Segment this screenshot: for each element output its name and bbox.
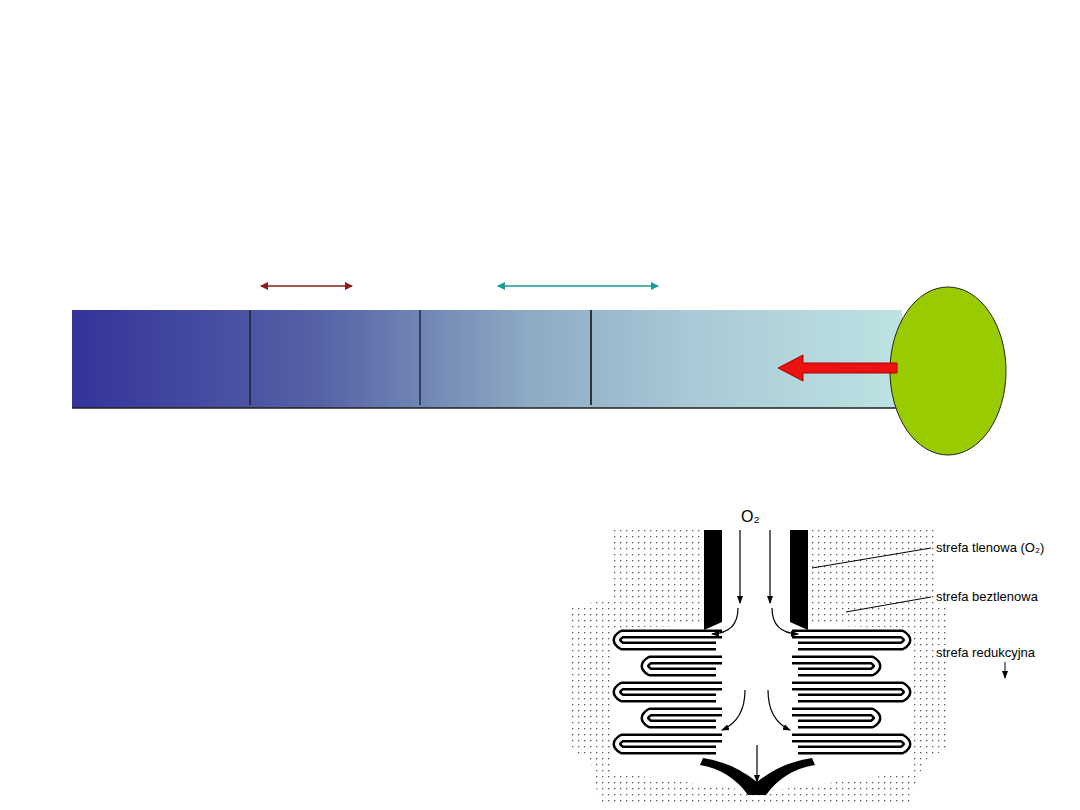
flow-arrow: [739, 530, 740, 603]
tube-wall: [790, 530, 808, 630]
segment-divider: [590, 310, 592, 405]
gradient-bar: [72, 310, 902, 408]
fin-outline: [617, 634, 722, 750]
fin-outline: [792, 634, 907, 750]
range-arrow: [498, 285, 658, 287]
flow-arrow: [769, 530, 770, 603]
flow-arrow: [768, 690, 790, 730]
lumen: [610, 520, 912, 792]
red-arrow: [778, 355, 897, 381]
green-ellipse: [890, 287, 1006, 455]
leader-line: [812, 548, 931, 568]
flow-arrow: [712, 608, 738, 634]
zone-label: strefa redukcyjna: [935, 645, 1036, 661]
segment-divider: [249, 310, 250, 405]
tube-wall: [704, 530, 722, 630]
oxygen-label: O₂: [740, 509, 761, 525]
leader-line: [846, 597, 931, 612]
fin-group: [617, 634, 907, 750]
zone-label: strefa beztlenowa: [935, 589, 1039, 605]
fin-core: [792, 634, 907, 750]
fin-core: [617, 634, 722, 750]
range-arrow: [261, 285, 352, 287]
flow-arrow: [756, 745, 757, 782]
bar-edge: [72, 407, 902, 409]
flow-arrow: [722, 690, 745, 730]
segment-divider: [419, 310, 420, 405]
zone-label: strefa tlenowa (O₂): [935, 540, 1045, 556]
zone-arrow: [1005, 662, 1006, 678]
flow-arrow: [772, 608, 798, 634]
